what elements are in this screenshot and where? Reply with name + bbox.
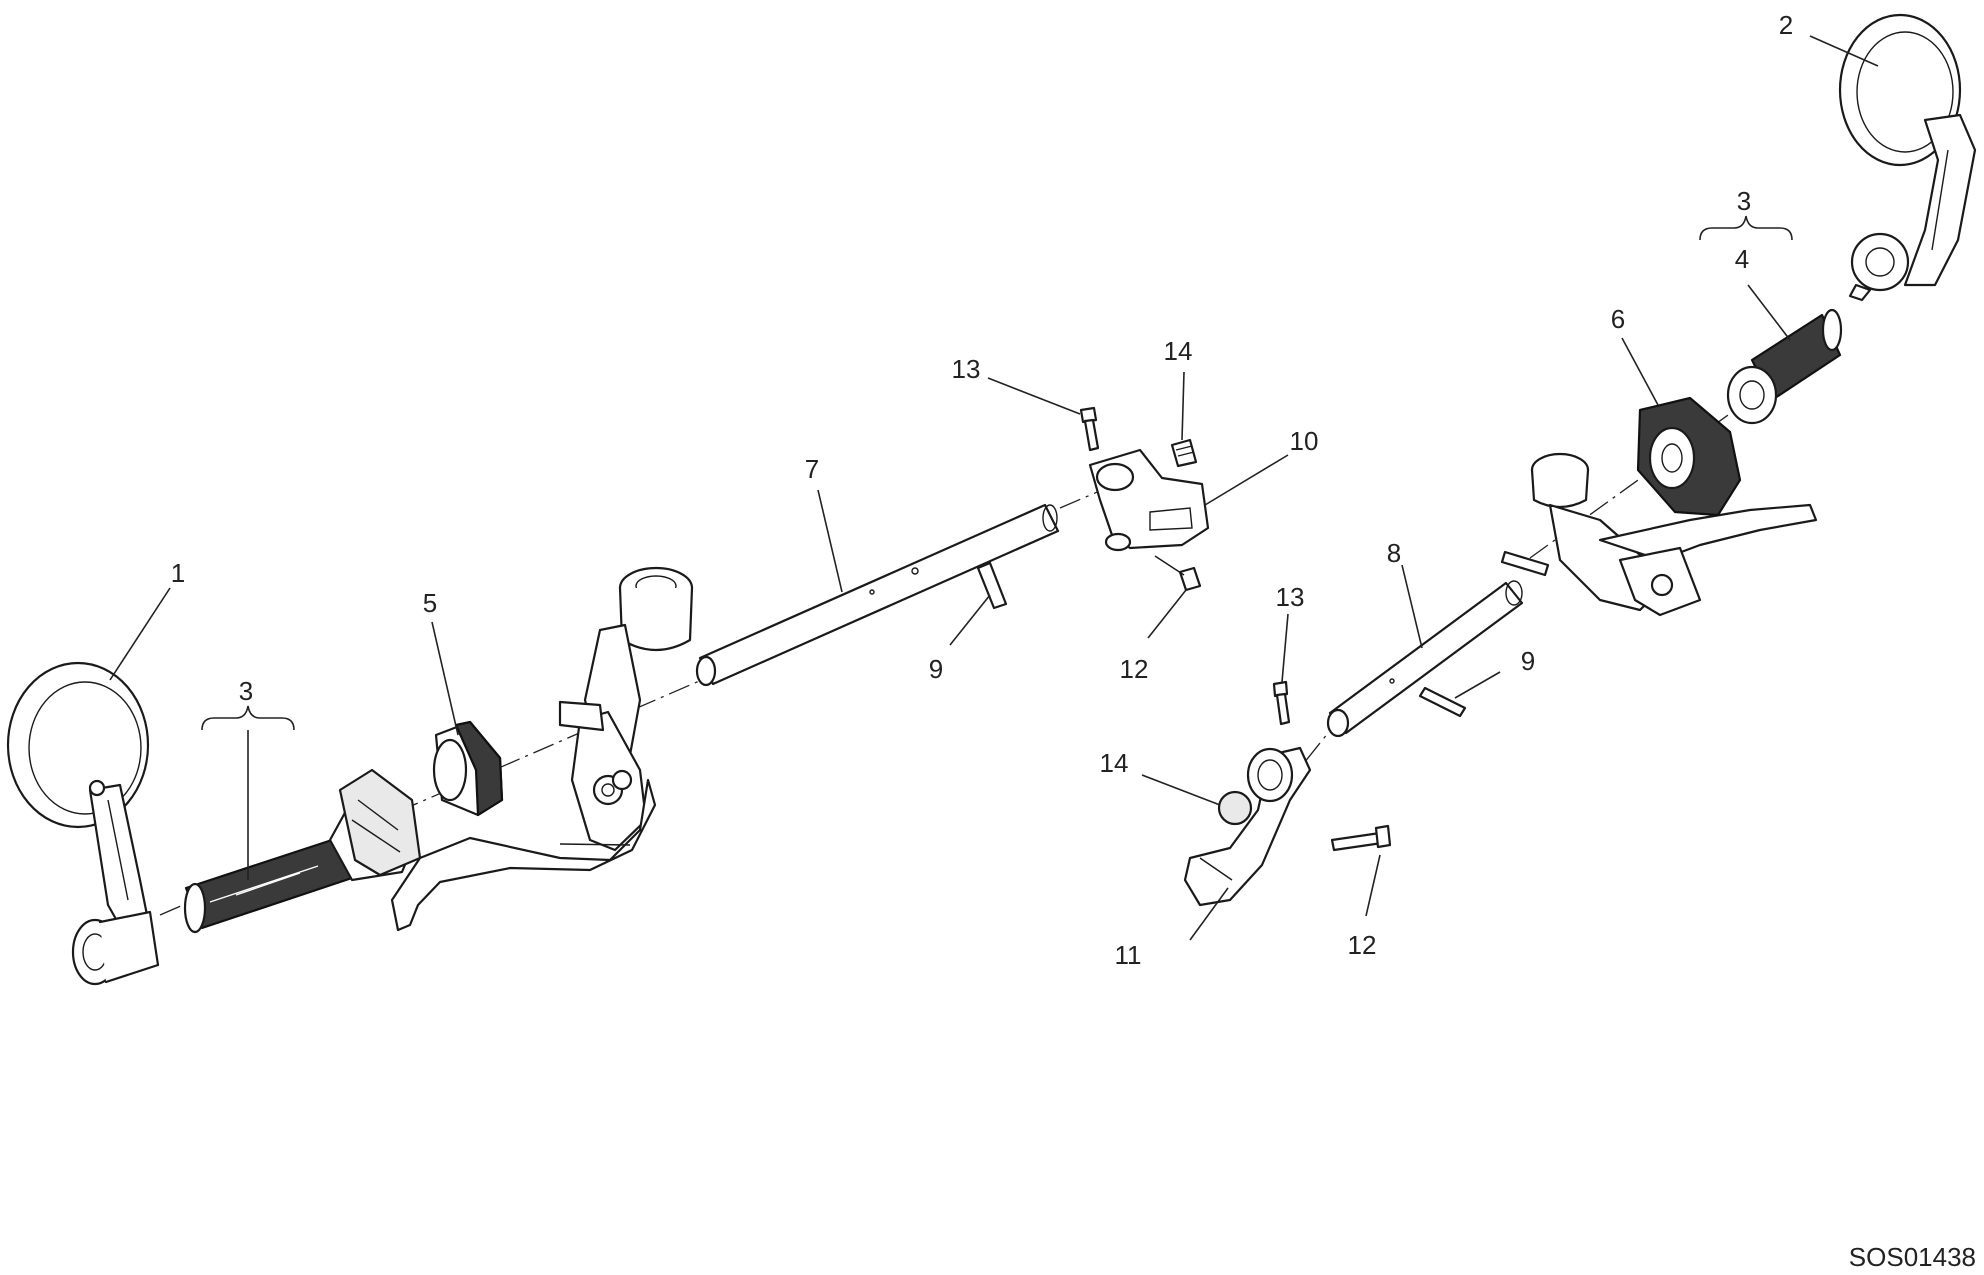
- left-master-cylinder: [390, 566, 694, 932]
- callout-9-right: 9: [1521, 646, 1535, 676]
- part-11-clamp-right: [1183, 746, 1312, 907]
- part-10-clamp-left: [1088, 448, 1210, 552]
- part-1-mirror-left: [6, 661, 160, 986]
- callout-5: 5: [423, 588, 437, 618]
- part-12-screw-lower: [1330, 824, 1392, 852]
- callout-7: 7: [805, 454, 819, 484]
- part-7-handlebar-tube-left: [695, 503, 1060, 687]
- drawing-code: SOS01438: [1849, 1242, 1976, 1272]
- callout-14-upper: 14: [1164, 336, 1193, 366]
- part-12-screw-upper: [1154, 555, 1202, 592]
- part-9-pin-left: [976, 561, 1008, 610]
- callout-11: 11: [1115, 940, 1142, 970]
- callout-1: 1: [171, 558, 185, 588]
- part-8-handlebar-tube-right: [1326, 580, 1524, 738]
- part-13-screw-upper: [1079, 406, 1100, 452]
- part-14-plug-upper: [1170, 438, 1198, 468]
- callout-12-lower: 12: [1348, 930, 1377, 960]
- part-3-grip-left: [183, 768, 422, 934]
- callout-10: 10: [1290, 426, 1319, 456]
- leader-lines: [109, 35, 1879, 941]
- callout-13-lower: 13: [1276, 582, 1305, 612]
- part-6-switch-right: [1636, 396, 1742, 517]
- part-13-screw-lower: [1272, 680, 1291, 726]
- bracket-3-left: [201, 705, 295, 731]
- bracket-3-right: [1699, 215, 1793, 241]
- callout-4: 4: [1735, 244, 1749, 274]
- part-9-pin-right: [1418, 686, 1467, 718]
- callout-9-left: 9: [929, 654, 943, 684]
- part-14-plug-lower: [1217, 790, 1253, 826]
- callout-13-upper: 13: [952, 354, 981, 384]
- callout-2: 2: [1779, 10, 1793, 40]
- callout-3-right: 3: [1737, 186, 1751, 216]
- callout-3-left: 3: [239, 676, 253, 706]
- part-4-grip-right: [1726, 308, 1843, 425]
- callout-14-lower: 14: [1100, 748, 1129, 778]
- callout-6: 6: [1611, 304, 1625, 334]
- callout-8: 8: [1387, 538, 1401, 568]
- part-2-mirror-right: [1838, 13, 1977, 302]
- part-5-switch-left: [432, 720, 504, 817]
- callout-12-upper: 12: [1120, 654, 1149, 684]
- assembly-axis-center: [1059, 477, 1131, 509]
- right-master-cylinder: [1500, 452, 1818, 617]
